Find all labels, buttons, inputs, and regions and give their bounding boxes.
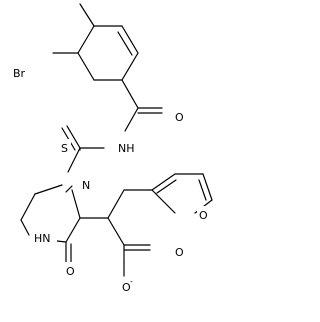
bond-c4-methyl xyxy=(79,3,95,27)
bond-carbonyl-nh xyxy=(124,107,139,132)
atom-o-furan: O xyxy=(199,209,208,222)
bond-c1-carbonyl xyxy=(121,79,139,109)
bond-furan-c2-c3-double xyxy=(156,179,177,194)
bond-c3-c2 xyxy=(121,25,139,54)
atom-o-amide: O xyxy=(175,111,184,124)
bond-c5-c4 xyxy=(77,25,95,54)
atom-br: Br xyxy=(13,67,26,80)
atom-n-ring: N xyxy=(82,179,90,192)
atom-nh-thioamide: NH xyxy=(118,142,135,155)
bond-n1-c6 xyxy=(34,184,63,195)
atom-o-lactam: O xyxy=(66,265,75,278)
bond-furan-c2-c3 xyxy=(151,173,176,191)
bond-thiocarbonyl-nring xyxy=(67,147,81,173)
bond-furan-c4-c5-double xyxy=(198,179,207,201)
bond-c6-c5 xyxy=(77,52,95,81)
atom-o-carboxyl-single: O xyxy=(122,281,131,294)
bond-c6-c5 xyxy=(20,193,36,221)
bond-c2-n1 xyxy=(71,189,81,219)
bond-c3-c2 xyxy=(65,217,81,243)
bond-furan-c4-c5 xyxy=(202,173,213,201)
molecule-diagram: Br O NH S N O HN O O O - xyxy=(12,3,213,294)
bond-thiocarbonyl-s xyxy=(66,125,81,149)
atom-s-thio: S xyxy=(61,142,68,155)
chemical-structure-canvas: Br O NH S N O HN O O O - xyxy=(12,3,213,294)
atom-o-carboxyl-double: O xyxy=(175,246,184,259)
bond-c3-c2-double xyxy=(117,31,133,56)
bond-alpha-carboxyl xyxy=(107,217,125,246)
bond-furan-o-c2 xyxy=(151,189,176,214)
charge-minus: - xyxy=(130,277,133,286)
bond-c5-n4 xyxy=(20,219,30,236)
atom-hn-lactam: HN xyxy=(34,232,51,245)
bond-c2-c1 xyxy=(121,52,139,81)
bond-alpha-ch2 xyxy=(107,189,125,219)
bond-n1-c2 xyxy=(65,185,73,193)
